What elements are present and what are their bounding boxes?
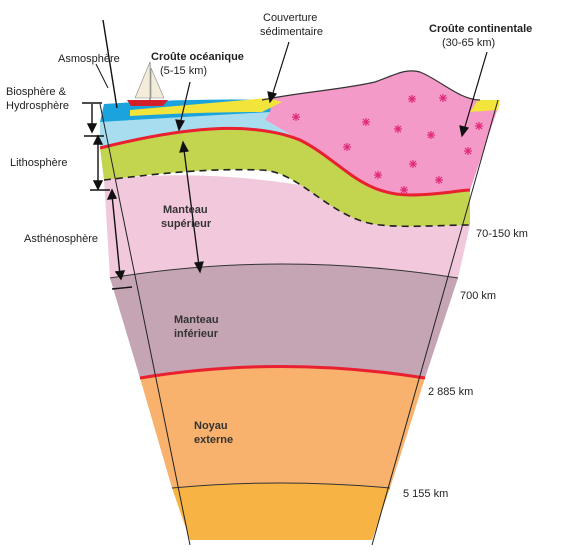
label-oceanic-crust: Croûte océanique: [151, 51, 244, 63]
label-outer-core-2: externe: [194, 434, 233, 446]
sediment-right: [470, 100, 500, 112]
oceanic-crust-layer: [100, 112, 300, 148]
inner-core-layer: [172, 483, 390, 540]
label-sedimentary-2: sédimentaire: [260, 26, 323, 38]
lithosphere-asthenosphere-boundary: [103, 168, 471, 228]
left-arrows: [82, 19, 133, 290]
continental-crust-layer: [265, 70, 498, 196]
depth-label-1: 70-150 km: [476, 228, 528, 240]
right-edge: [371, 99, 499, 546]
moho-boundary: [99, 126, 471, 197]
core-mantle-boundary: [139, 365, 426, 380]
inner-core-boundary: [171, 482, 391, 489]
continental-crust-stars: [292, 94, 483, 194]
label-continental-crust-depth: (30-65 km): [442, 37, 495, 49]
label-biosphere-1: Biosphère &: [6, 86, 67, 98]
label-continental-crust: Croûte continentale: [429, 23, 532, 35]
label-upper-mantle-1: Manteau: [163, 204, 208, 216]
depth-label-3: 2 885 km: [428, 386, 473, 398]
sailboat-icon: [127, 61, 168, 106]
transition-zone-boundary: [109, 263, 459, 279]
left-edge: [99, 103, 191, 546]
depth-label-2: 700 km: [460, 290, 496, 302]
label-lithosphere: Lithosphère: [10, 157, 68, 169]
depth-label-4: 5 155 km: [403, 488, 448, 500]
continent-outline: [261, 70, 481, 101]
label-lower-mantle-2: inférieur: [174, 328, 219, 340]
label-asthenosphere: Asthénosphère: [24, 233, 98, 245]
lithospheric-mantle-layer: [100, 128, 470, 227]
label-lower-mantle-1: Manteau: [174, 314, 219, 326]
outer-core-layer: [140, 366, 425, 488]
label-sedimentary-1: Couverture: [263, 12, 317, 24]
label-outer-core-1: Noyau: [194, 420, 228, 432]
pointer-lines: [175, 41, 488, 274]
label-biosphere-2: Hydrosphère: [6, 100, 69, 112]
label-oceanic-crust-depth: (5-15 km): [160, 65, 207, 77]
label-upper-mantle-2: supérieur: [161, 218, 212, 230]
sediment-layer: [130, 98, 282, 116]
label-atmosphere: Asmosphère: [58, 53, 120, 65]
lower-mantle-layer: [110, 264, 458, 378]
